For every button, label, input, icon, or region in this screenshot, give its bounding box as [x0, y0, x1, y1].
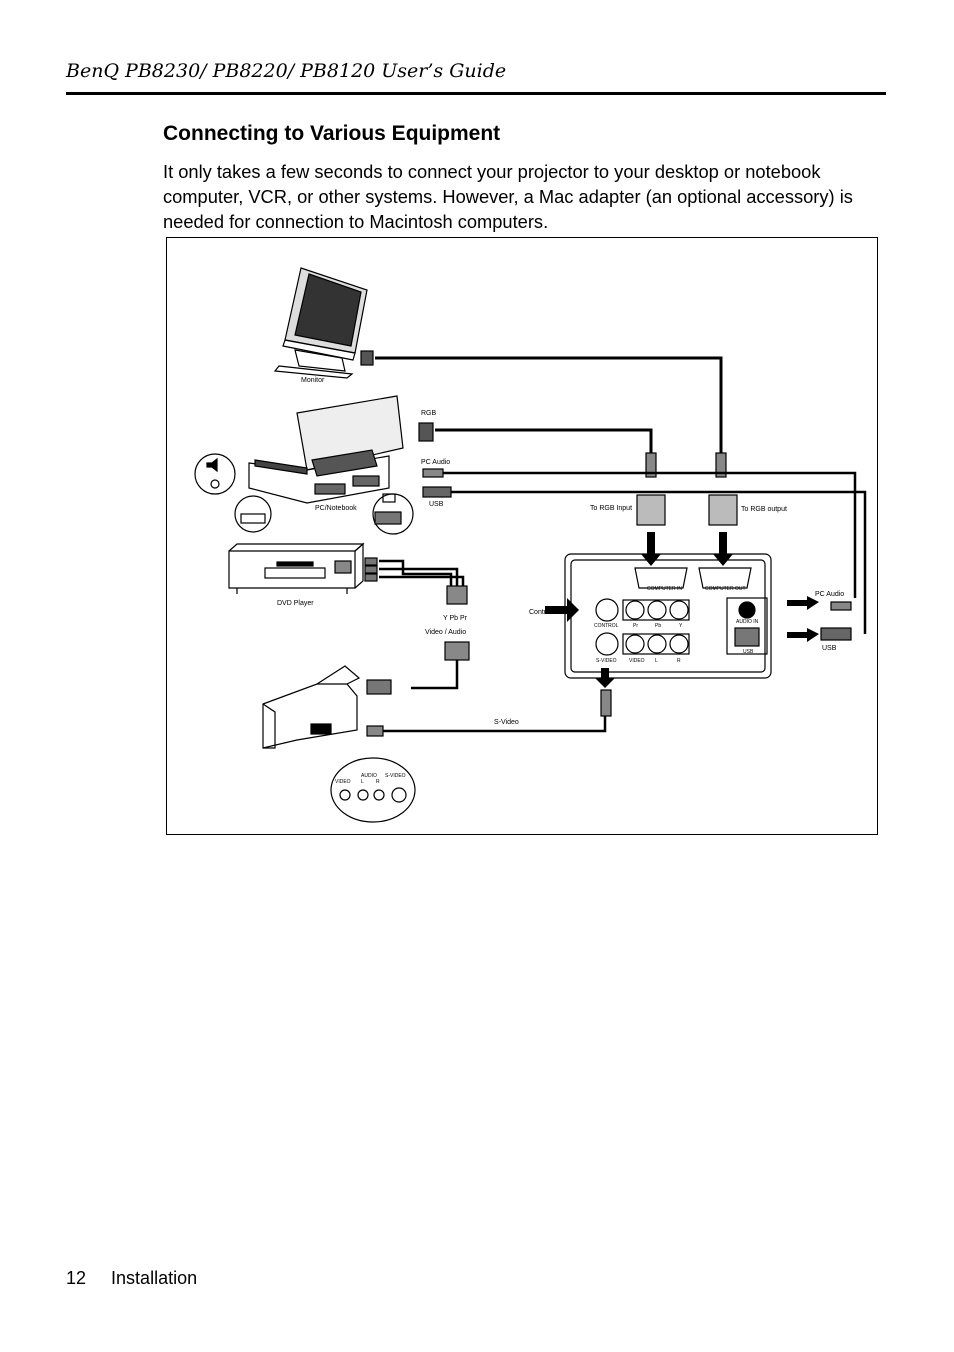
camcorder-l: L — [361, 779, 364, 785]
panel-s-video: S-VIDEO — [596, 658, 617, 664]
label-usb-right: USB — [822, 645, 837, 652]
section-title: Connecting to Various Equipment — [163, 122, 501, 145]
header-divider — [66, 92, 886, 95]
panel-pr: Pr — [633, 623, 638, 629]
intro-paragraph: It only takes a few seconds to connect y… — [163, 161, 853, 232]
camcorder-s-video: S-VIDEO — [385, 773, 406, 779]
label-pc-audio-left: PC Audio — [421, 459, 451, 466]
diagram-artwork — [194, 267, 867, 823]
label-to-rgb-output: To RGB output — [741, 506, 787, 513]
camcorder-video: VIDEO — [335, 779, 351, 785]
page-number: 12 — [66, 1268, 87, 1288]
label-y-pb-pr: Y Pb Pr — [443, 615, 467, 622]
page-footer: 12 Installation — [66, 1268, 217, 1289]
panel-video: VIDEO — [629, 658, 645, 664]
document-header-title: BenQ PB8230/ PB8220/ PB8120 User’s Guide — [66, 60, 507, 82]
label-usb-left: USB — [429, 501, 444, 508]
camcorder-audio: AUDIO — [361, 773, 377, 779]
label-monitor: Monitor — [301, 377, 325, 384]
panel-pb: Pb — [655, 623, 662, 629]
panel-control: CONTROL — [594, 623, 619, 629]
label-s-video-cable: S-Video — [494, 719, 519, 726]
label-pc-audio-right: PC Audio — [815, 591, 845, 598]
footer-section: Installation — [111, 1268, 198, 1288]
panel-audio-in: AUDIO IN — [736, 619, 759, 625]
connection-diagram: Monitor PC/Notebook DVD Player RGB PC Au… — [166, 237, 878, 835]
label-control: Control — [529, 609, 552, 616]
dvd-player-illustration — [228, 542, 365, 594]
camcorder-illustration — [262, 665, 361, 749]
notebook-illustration — [248, 395, 404, 504]
projector-panel-illustration — [564, 553, 772, 679]
label-video-audio: Video / Audio — [425, 629, 467, 636]
panel-usb: USB — [743, 649, 754, 655]
monitor-illustration — [273, 267, 368, 379]
panel-computer-out: COMPUTER OUT — [705, 586, 746, 592]
camcorder-r: R — [376, 779, 380, 785]
panel-r: R — [677, 658, 681, 664]
label-pc-notebook: PC/Notebook — [315, 505, 357, 512]
panel-y: Y — [679, 623, 683, 629]
panel-computer-in: COMPUTER IN — [647, 586, 682, 592]
panel-l: L — [655, 658, 658, 664]
label-dvd-player: DVD Player — [277, 600, 314, 607]
label-to-rgb-input: To RGB Input — [590, 505, 633, 512]
label-rgb: RGB — [421, 410, 437, 417]
